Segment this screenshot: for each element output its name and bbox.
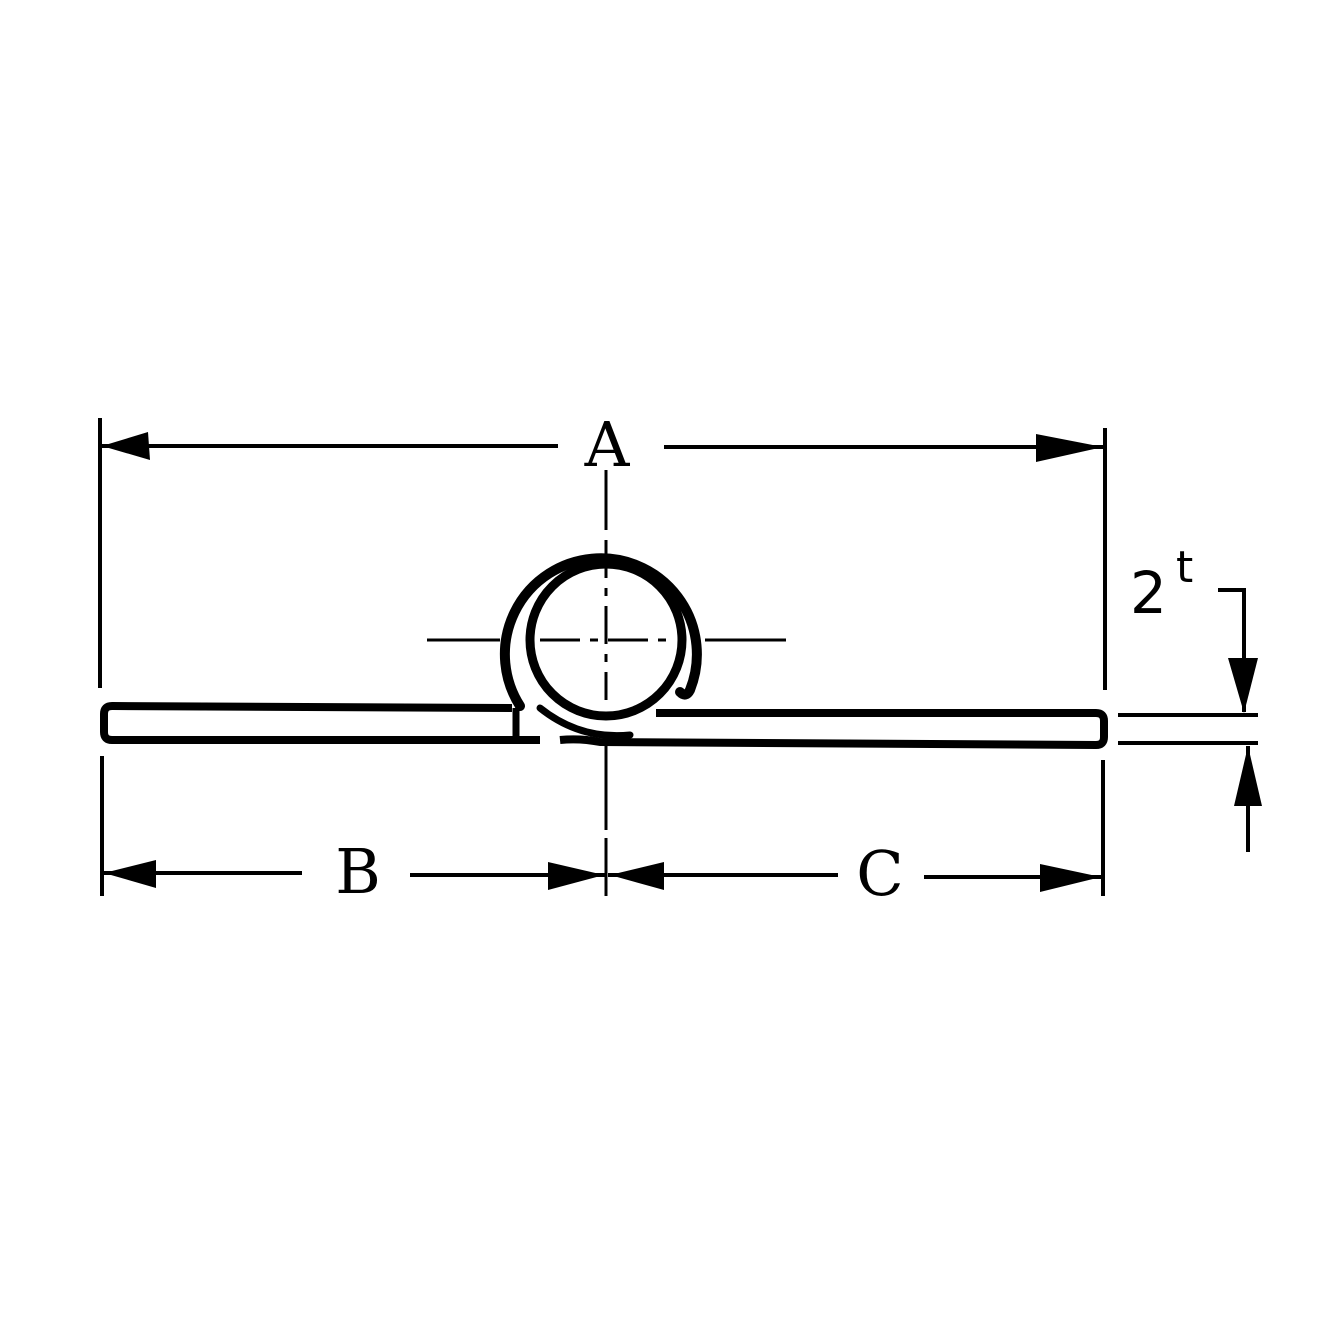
arrowhead-down-icon — [1228, 658, 1258, 713]
knuckle — [499, 553, 702, 740]
label-a: A — [584, 408, 631, 481]
arrowhead-left-icon — [102, 432, 150, 460]
arrowhead-right-icon — [548, 862, 604, 890]
arrowhead-right-icon — [1040, 864, 1101, 892]
hinge-leaves — [100, 702, 1108, 749]
right-leaf — [559, 709, 1108, 749]
label-b: B — [335, 835, 381, 908]
arrowhead-left-icon — [104, 860, 156, 888]
dimension-c: C — [608, 837, 1103, 910]
pin — [525, 559, 687, 721]
arrowhead-up-icon — [1234, 746, 1262, 806]
extension-lines — [98, 418, 1258, 896]
left-leaf — [100, 702, 540, 744]
centerlines — [427, 470, 786, 896]
label-thickness-superscript: t — [1176, 542, 1193, 593]
arrowhead-left-icon — [610, 862, 664, 890]
label-thickness-number: 2 — [1130, 559, 1167, 627]
dimension-b: B — [104, 835, 606, 908]
dimension-thickness: 2 t — [1130, 542, 1262, 852]
arrowhead-right-icon — [1036, 434, 1103, 462]
label-c: C — [856, 837, 903, 910]
dimension-a: A — [100, 408, 1105, 481]
